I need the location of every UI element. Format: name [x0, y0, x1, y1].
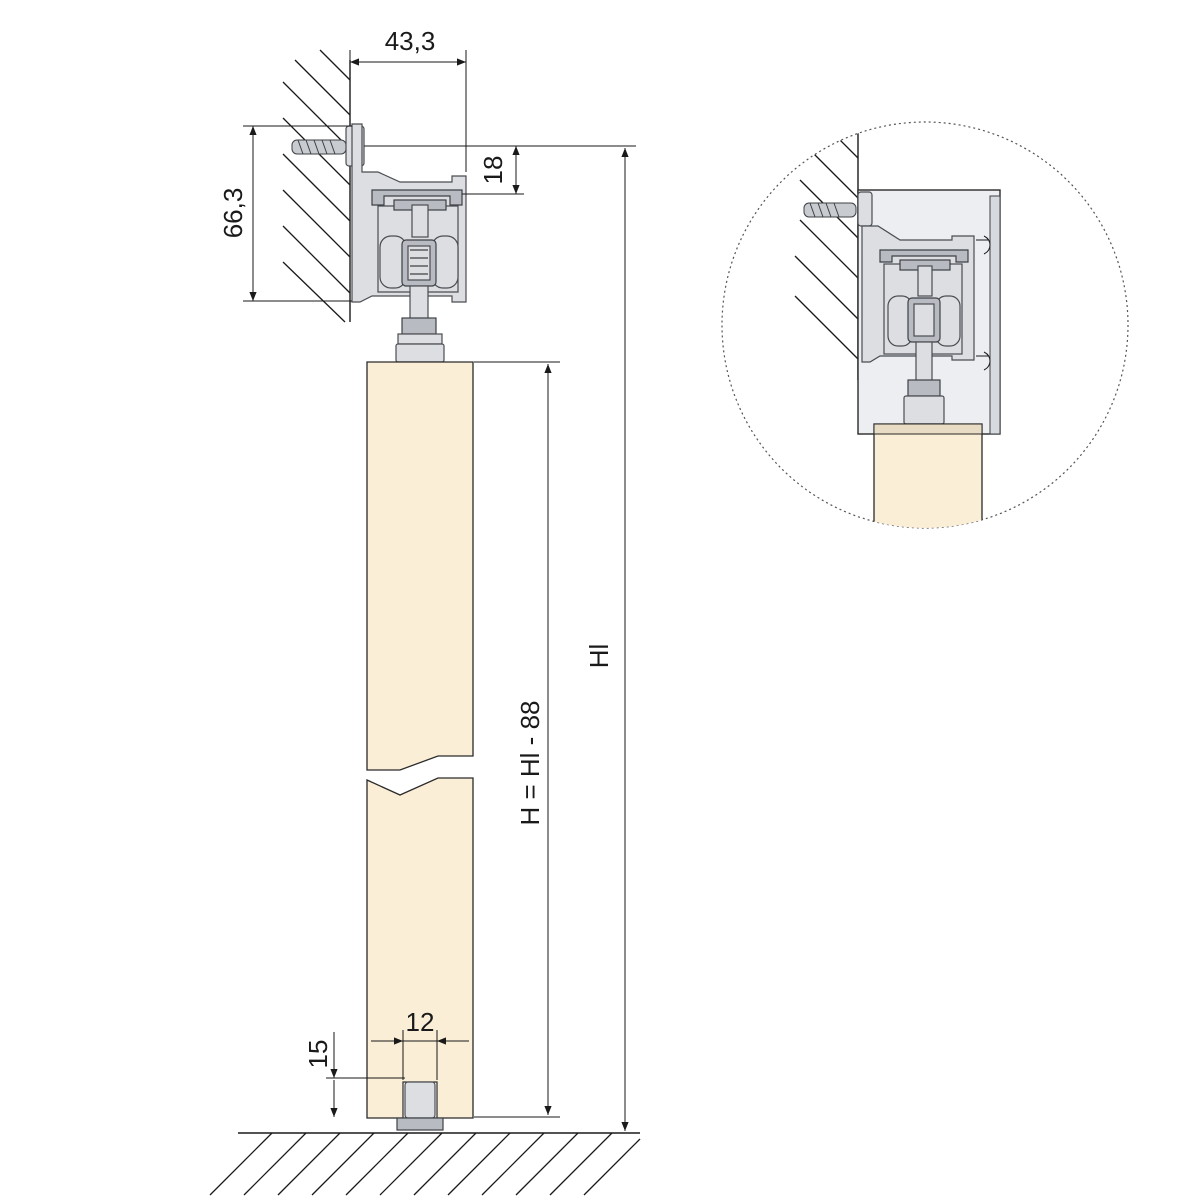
roller-carriage	[379, 235, 459, 363]
dim-label-door-height: H = Hl - 88	[515, 701, 545, 826]
dimension-profile-width: 43,3	[349, 26, 467, 172]
dim-label-profile-width: 43,3	[385, 26, 436, 56]
detail-magnifier	[721, 121, 1129, 529]
dim-label-guide-width: 12	[406, 1007, 435, 1037]
dim-label-profile-height: 66,3	[218, 188, 248, 239]
dimension-door-height: H = Hl - 88	[474, 361, 560, 1118]
floor-guide	[396, 1081, 444, 1131]
door-panel	[366, 361, 474, 1119]
dimension-profile-height: 66,3	[218, 125, 352, 302]
dimension-total-height: Hl	[440, 148, 640, 1134]
wall-section	[282, 49, 351, 323]
dim-label-top-offset: 18	[478, 156, 508, 185]
dimension-guide-height: 15	[303, 1032, 405, 1117]
top-track-assembly	[291, 123, 467, 363]
dim-label-total-height: Hl	[584, 644, 614, 669]
dim-label-guide-height: 15	[303, 1040, 333, 1069]
floor-section	[209, 1132, 641, 1196]
dimension-guide-width: 12	[371, 1007, 469, 1080]
dimension-top-offset: 18	[364, 145, 636, 195]
